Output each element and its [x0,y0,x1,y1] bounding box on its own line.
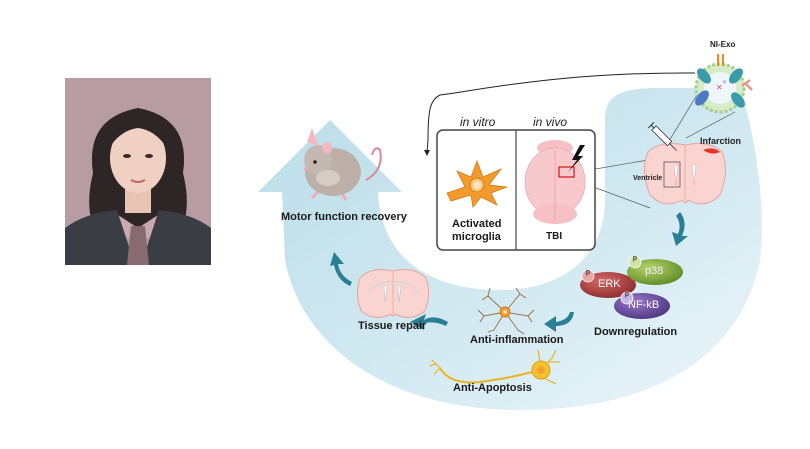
ventricle-label: Ventricle [633,175,663,182]
enzyme-nfkb [614,291,670,319]
syringe-icon [647,121,677,151]
nfkb-label: NF-kB [628,299,660,311]
anti-inflammation-label: Anti-inflammation [470,334,564,346]
coronal-brain-injured-icon [644,121,726,205]
downregulation-label: Downregulation [594,326,678,338]
p38-label: p38 [645,265,664,277]
nexo-label: NI-Exo [710,40,736,49]
infarction-label: Infarction [700,136,742,146]
exo-line-2 [685,111,736,139]
enzyme-p38 [627,255,683,285]
activated-microglia-caption-line1: Activated [452,218,502,230]
enzyme-erk [580,269,636,298]
ventricle-box [663,161,681,188]
p38-phospho-label: p [633,255,637,262]
connector-arrowhead [424,150,430,156]
arrow-to-anti-inflammation [544,312,574,332]
microglia-icon [446,159,508,208]
process-arc [258,88,762,410]
arrow-to-motor-recovery [330,252,352,286]
mouse-icon [304,128,382,201]
nexo-to-microglia-line [426,72,696,153]
brain-top-view-icon [524,140,586,224]
anti-apoptosis-label: Anti-Apoptosis [453,382,532,394]
erk-phospho-label: p [586,269,590,276]
activated-microglia-caption-line2: microglia [452,231,501,243]
in-vivo-header: in vivo [533,115,568,129]
injury-site-box [558,166,575,178]
lightning-icon [568,145,585,172]
exo-line-1 [665,89,701,147]
exosome-icon: ✕ ✕ [694,54,753,114]
svg-text:✕: ✕ [716,83,723,92]
portrait-illustration [65,108,211,265]
tbi-caption: TBI [546,231,563,242]
portrait-photo [65,78,211,265]
arrow-to-tissue-repair [410,314,448,330]
neuron-icon [429,349,560,385]
svg-text:✕: ✕ [722,80,727,86]
ramified-microglia-icon [477,287,535,335]
arrow-to-downregulation [672,212,688,246]
erk-label: ERK [598,278,621,290]
nfkb-phospho-label: p [625,291,629,298]
motor-recovery-label: Motor function recovery [281,211,407,223]
in-vitro-header: in vitro [460,115,496,129]
tissue-repair-label: Tissue repair [358,320,427,332]
coronal-brain-repaired-icon [356,269,430,318]
